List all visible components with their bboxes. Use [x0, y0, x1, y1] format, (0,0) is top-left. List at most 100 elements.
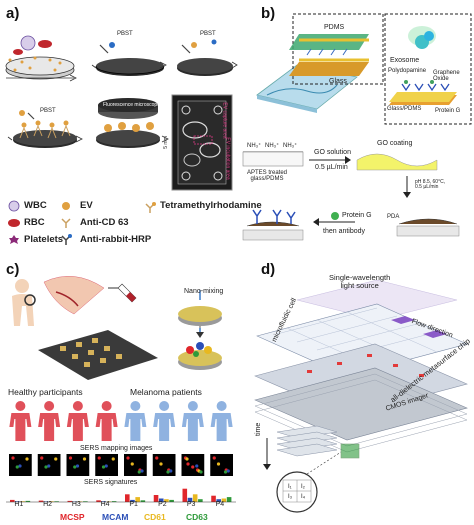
- panel-d: d): [237, 260, 474, 525]
- person-figure-h1: [9, 401, 32, 441]
- signature-bar-p3-cd61: [192, 494, 198, 502]
- signature-chart: [6, 486, 236, 510]
- chip-photo: [171, 94, 233, 191]
- sers-image-h4: [95, 454, 118, 476]
- intensity-cell-4: I₄: [301, 494, 306, 500]
- signature-bar-p2-cd63: [169, 499, 174, 502]
- aptes-label: APTES treated glass/PDMS: [247, 170, 288, 182]
- person-figure-p3: [181, 401, 204, 441]
- signature-bar-h1-cd63: [25, 500, 31, 502]
- signature-bar-h2-mcsp: [38, 500, 44, 502]
- go-coating-label: GO coating: [377, 140, 413, 147]
- participant-label-h2: H2: [43, 501, 53, 508]
- intensity-cell-3: I₃: [288, 494, 293, 500]
- light-source-label: Single-wavelength light source: [329, 273, 391, 291]
- panel-c-illustration: [12, 276, 222, 380]
- go-solution-label: GO solution: [314, 149, 351, 156]
- protein-g-label: Protein G: [435, 108, 461, 114]
- signature-bar-h4-cd63: [111, 501, 117, 502]
- signature-bar-h1-mcsp: [10, 499, 15, 502]
- person-figure-h4: [95, 401, 118, 441]
- signature-bar-p1-mcsp: [125, 494, 130, 502]
- signature-bar-p1-mcam: [130, 499, 135, 502]
- glass-pdms-label: Glass/PDMS: [387, 106, 422, 112]
- marker-legend-cd63: CD63: [186, 512, 208, 522]
- sers-signatures-label: SERS signatures: [84, 479, 138, 486]
- signature-bar-p3-mcam: [187, 497, 193, 502]
- flow-rate-label: 0.5 µL/min: [315, 164, 348, 171]
- panel-b-illustration: [242, 13, 472, 241]
- sers-images-label: SERS mapping images: [80, 445, 153, 452]
- nano-mixing-label: Nano-mixing: [184, 288, 224, 295]
- chip-scale-label: 5 mm: [162, 136, 169, 149]
- signature-bar-p4-mcam: [216, 499, 222, 502]
- signature-bar-h3-cd63: [83, 501, 88, 502]
- then-antibody-label: then antibody: [323, 228, 366, 235]
- signature-bar-p3-cd63: [198, 499, 203, 502]
- rbc-icon: [8, 219, 20, 227]
- legend-tmr: Tetramethylrhodamine: [160, 200, 262, 211]
- participant-label-p4: P4: [215, 501, 225, 508]
- glass-label: Glass: [329, 78, 347, 85]
- sers-image-p3: [181, 454, 205, 476]
- reaction-note-label: pH 8.5, 60°C, 0.5 µL/min: [415, 179, 446, 190]
- marker-legend-mcam: MCAM: [102, 512, 129, 522]
- signature-bar-p4-cd61: [221, 498, 227, 502]
- sers-image-h2: [37, 454, 61, 476]
- signature-bar-p2-mcsp: [153, 495, 159, 502]
- participant-label-h4: H4: [100, 501, 110, 508]
- signature-bar-p3-mcsp: [182, 488, 188, 502]
- sers-image-h3: [66, 454, 90, 476]
- participant-label-h1: H1: [14, 501, 24, 508]
- legend-anti-cd63: Anti-CD 63: [80, 217, 129, 228]
- sers-signature-bars: [6, 488, 236, 503]
- signature-bar-p4-mcsp: [211, 495, 216, 502]
- chip-capture-label: EV capture area: [221, 102, 228, 139]
- person-figure-h2: [38, 401, 61, 441]
- panel-a: a): [0, 0, 262, 260]
- panel-b: b): [237, 0, 474, 260]
- signature-bar-p2-cd61: [164, 499, 169, 502]
- pdms-label: PDMS: [324, 24, 345, 31]
- pbst-label-2: PBST: [200, 31, 216, 37]
- panel-c-label: c): [6, 261, 20, 278]
- sers-images-row: [6, 454, 236, 478]
- signature-bar-p1-cd61: [135, 497, 140, 502]
- sers-image-p4: [210, 454, 233, 476]
- sers-image-p2: [152, 454, 176, 476]
- polydopamine-label: Polydopamine: [388, 68, 427, 74]
- step-4: [7, 110, 83, 148]
- ev-icon: [62, 202, 70, 210]
- intensity-cell-1: I₁: [288, 484, 292, 490]
- person-figure-p2: [153, 401, 176, 441]
- nh3-label-3: NH₃⁺: [283, 143, 298, 149]
- person-figure-p4: [210, 401, 233, 441]
- panel-d-illustration: [254, 279, 468, 513]
- pbst-label-1: PBST: [117, 31, 133, 37]
- nh3-label-2: NH₃⁺: [265, 143, 280, 149]
- sers-image-p1: [124, 454, 147, 476]
- legend-ev: EV: [80, 200, 93, 211]
- legend-rbc: RBC: [24, 217, 45, 228]
- signature-bar-h3-mcsp: [67, 500, 73, 502]
- marker-legend: MCSP MCAM CD61 CD63: [60, 513, 236, 523]
- graphene-oxide-label: Graphene Oxide: [433, 70, 460, 82]
- pda-label: PDA: [387, 214, 400, 220]
- antibody-icon: [61, 218, 71, 228]
- person-figure-p1: [124, 401, 147, 441]
- platelet-icon: [9, 235, 19, 244]
- step-3: [177, 39, 238, 76]
- participant-label-p2: P2: [158, 501, 167, 508]
- people-row: [6, 400, 236, 444]
- chip-incubation-label: EV incubation area: [224, 137, 231, 180]
- legend-platelets: Platelets: [24, 234, 64, 245]
- signature-bar-h2-cd63: [54, 501, 59, 502]
- legend-wbc: WBC: [24, 200, 47, 211]
- marker-legend-cd61: CD61: [144, 512, 166, 522]
- panel-a-illustration: [5, 35, 238, 245]
- intensity-cell-2: I₂: [301, 484, 305, 490]
- signature-bar-h2-cd61: [49, 501, 54, 502]
- signature-bar-h4-mcam: [101, 501, 107, 502]
- marker-legend-mcsp: MCSP: [60, 512, 85, 522]
